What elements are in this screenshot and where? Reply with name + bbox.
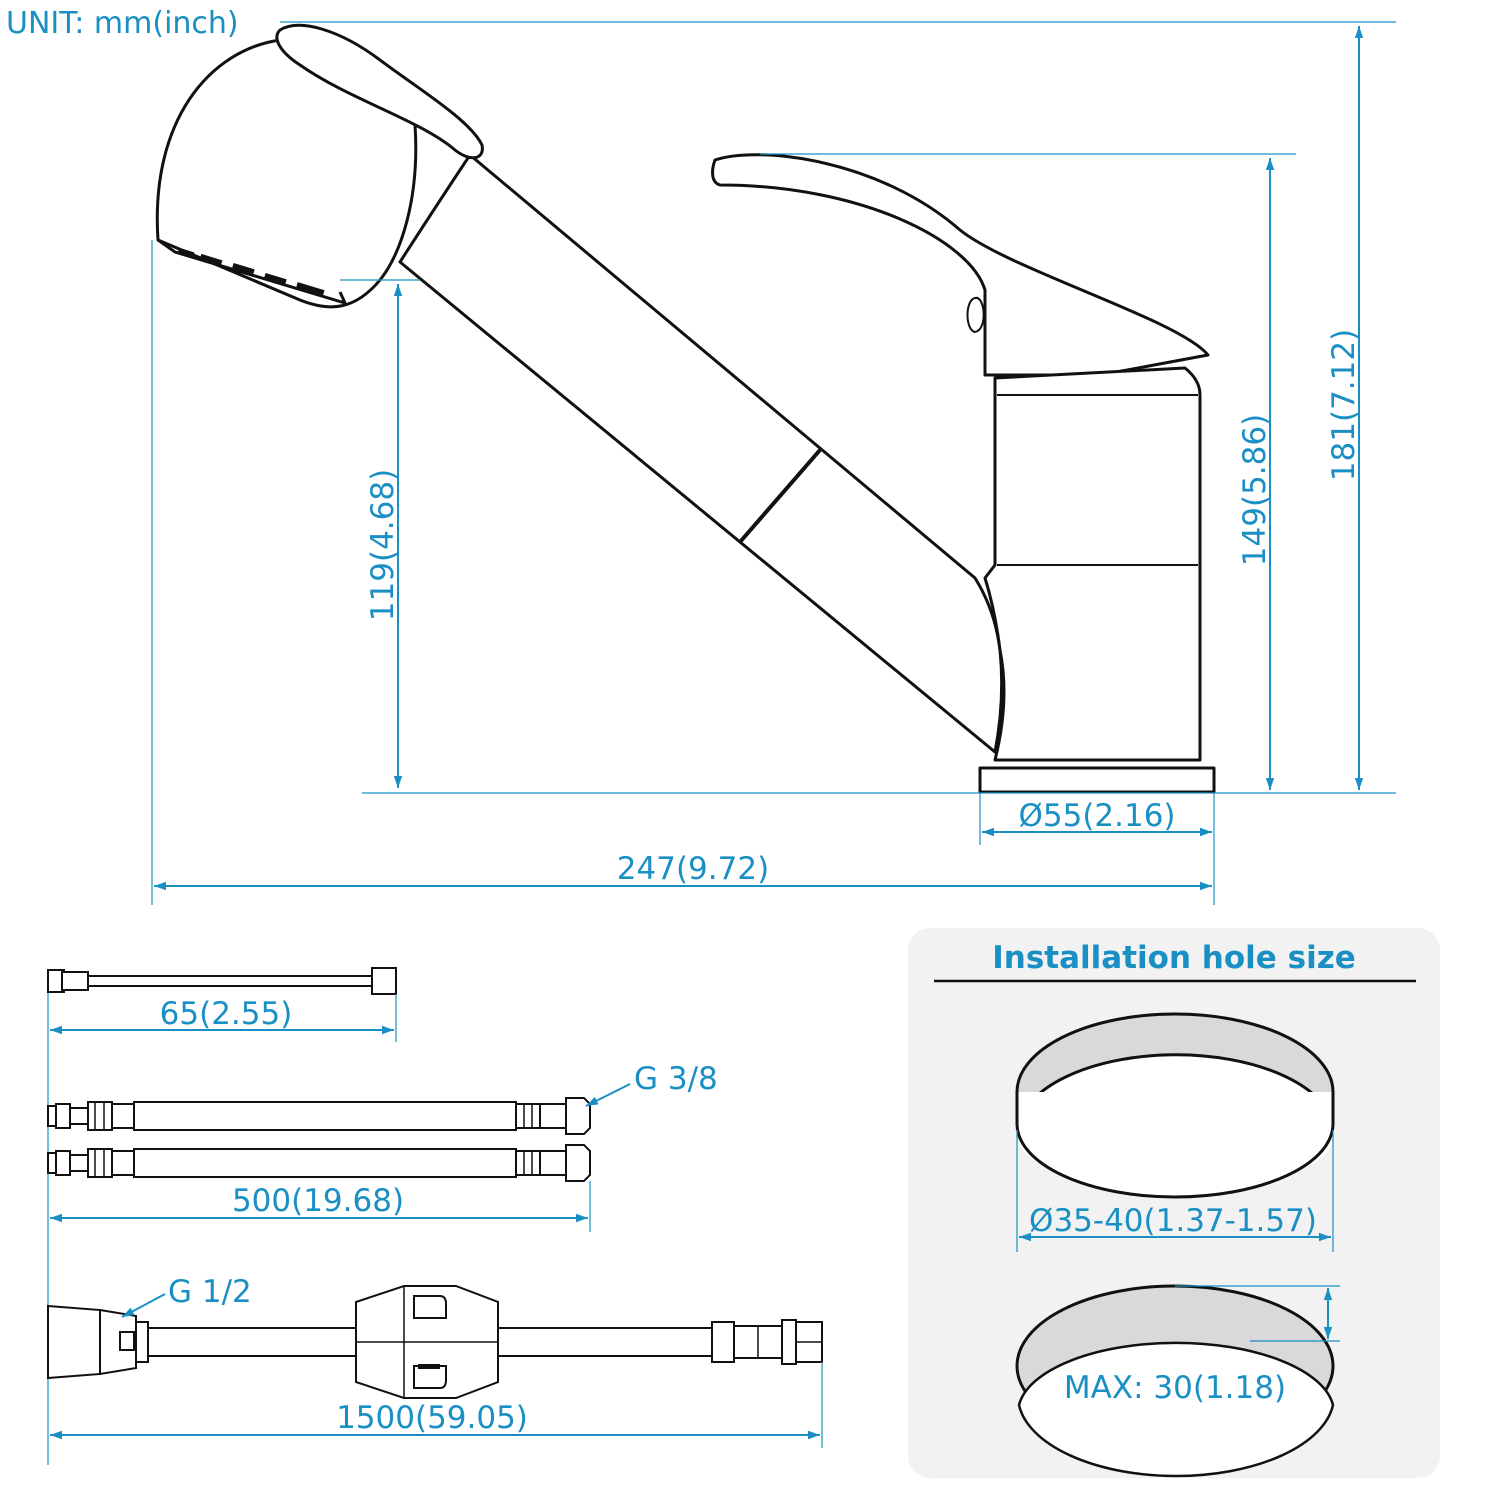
handle-height-label: 149(5.86) [1237,414,1273,566]
short-hose-length-label: 65(2.55) [160,996,293,1032]
faucet-outline [155,23,1216,794]
supply-hose-length-label: 500(19.68) [232,1183,404,1219]
total-height-label: 181(7.12) [1326,329,1362,481]
spout-height-label: 119(4.68) [365,469,401,621]
spray-head-button [275,23,484,160]
pullout-hose-length-label: 1500(59.05) [336,1400,528,1436]
pullout-thread-leader [121,1293,166,1318]
spout-arm [398,153,1004,754]
supply-hose-lower [47,1144,591,1182]
supply-thread-leader [585,1083,631,1107]
pullout-hose [47,1285,823,1399]
supply-thread-label: G 3/8 [634,1061,718,1097]
base-plate [978,766,1216,794]
lever-handle [711,153,1210,377]
base-diameter-label: Ø55(2.16) [1018,798,1175,834]
pullout-thread-label: G 1/2 [168,1274,252,1310]
handle-knob [966,297,985,334]
installation-title: Installation hole size [992,940,1356,976]
unit-label: UNIT: mm(inch) [6,6,239,41]
max-thickness-label: MAX: 30(1.18) [1064,1370,1286,1406]
hole-diameter-label: Ø35-40(1.37-1.57) [1029,1203,1317,1239]
hole-diameter-illustration [1015,1012,1335,1199]
faucet-dimension-arrows [154,26,1364,891]
faucet-extension-lines [151,21,1396,905]
total-length-label: 247(9.72) [617,851,769,887]
supply-hose-upper [47,1097,591,1135]
nozzle-slots [177,247,325,297]
spout-joint-line [738,448,822,544]
short-hose [47,967,397,995]
nozzle-face [157,238,348,306]
